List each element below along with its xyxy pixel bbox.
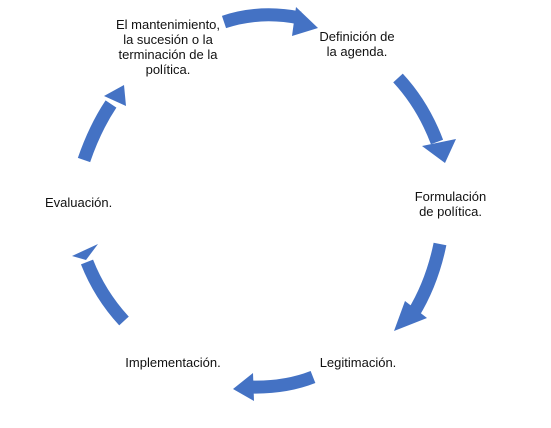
arrow-legitimation-to-implementation — [233, 370, 316, 401]
arrow-implementation-to-evaluation — [72, 244, 129, 326]
arrow-agenda-to-formulation — [393, 73, 456, 163]
arrow-evaluation-to-maintenance — [77, 85, 126, 163]
arrow-maintenance-to-agenda — [221, 7, 318, 36]
step-maintenance-label: El mantenimiento, la sucesión o la termi… — [115, 17, 221, 77]
arrow-formulation-to-legitimation — [394, 242, 447, 331]
cycle-arrows — [72, 7, 456, 401]
step-formulation-label: Formulación de política. — [414, 189, 487, 219]
step-agenda-label: Definición de la agenda. — [319, 29, 395, 59]
step-evaluation-label: Evaluación. — [45, 195, 113, 210]
step-legitimation-label: Legitimación. — [319, 355, 397, 370]
step-implementation-label: Implementación. — [125, 355, 221, 370]
